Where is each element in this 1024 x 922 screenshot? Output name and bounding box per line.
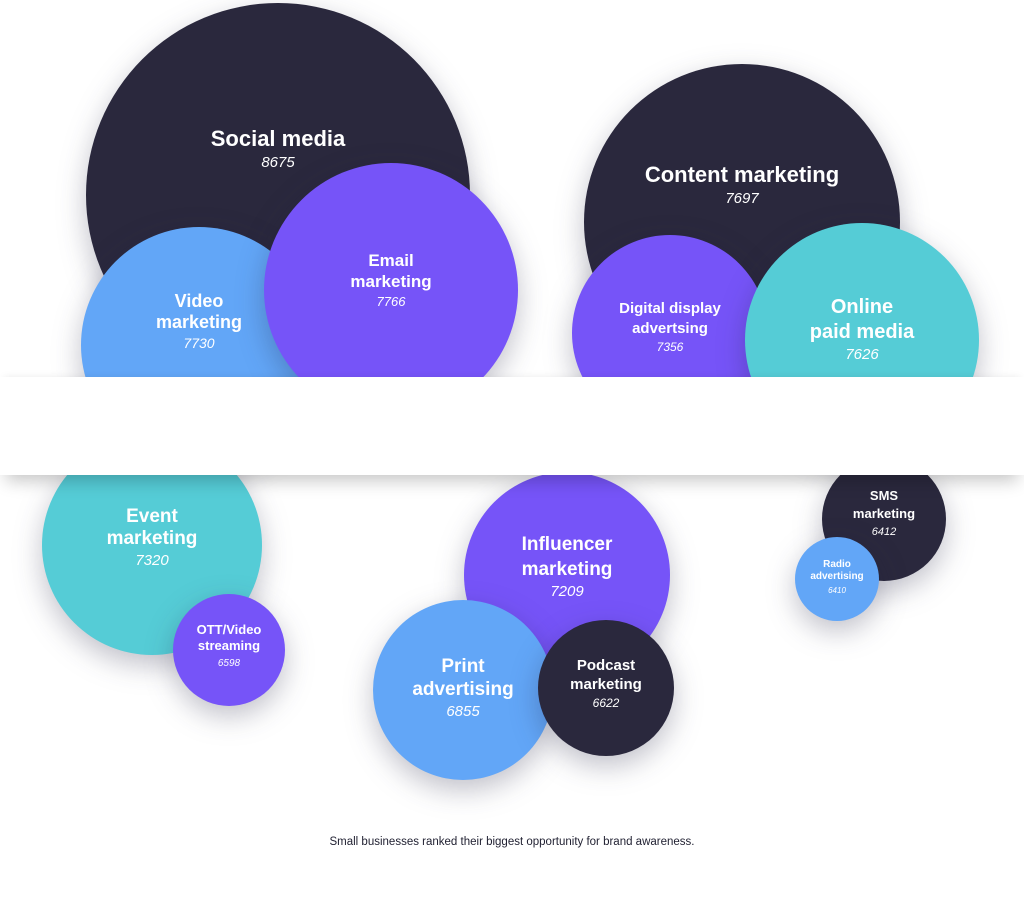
- bubble-value-event-marketing: 7320: [135, 552, 169, 569]
- bubble-label-online-paid-media: paid media: [810, 321, 915, 343]
- bubble-label-print-advertising: Print: [441, 656, 485, 677]
- bubble-circle-email-marketing: [264, 163, 518, 417]
- bubble-label-video-marketing: Video: [175, 291, 224, 311]
- bubble-value-social-media: 8675: [261, 154, 295, 171]
- bubble-value-video-marketing: 7730: [183, 335, 214, 351]
- bubble-email-marketing: Email marketing 7766: [264, 163, 518, 417]
- bubble-label-sms-marketing: SMS: [870, 488, 899, 503]
- bubble-circle-podcast-marketing: [538, 620, 674, 756]
- bubble-value-email-marketing: 7766: [377, 294, 407, 309]
- bubble-label-email-marketing: Email: [368, 251, 413, 270]
- bubble-label-ott-video-streaming: streaming: [198, 638, 260, 653]
- bubble-label-podcast-marketing: Podcast: [577, 657, 635, 674]
- bubble-label-video-marketing: marketing: [156, 312, 242, 332]
- bubble-label-online-paid-media: Online: [831, 296, 893, 318]
- bubble-value-content-marketing: 7697: [725, 190, 759, 207]
- bubble-value-print-advertising: 6855: [446, 703, 480, 720]
- bubble-value-sms-marketing: 6412: [872, 526, 896, 538]
- bubble-value-podcast-marketing: 6622: [593, 696, 620, 710]
- bubble-label-influencer-marketing: Influencer: [522, 534, 613, 555]
- bubble-label-digital-display-advertising: Digital display: [619, 300, 721, 317]
- bubble-label-radio-advertising: advertising: [810, 571, 863, 582]
- bubble-value-radio-advertising: 6410: [828, 586, 846, 595]
- bubble-value-ott-video-streaming: 6598: [218, 658, 241, 669]
- bubble-value-online-paid-media: 7626: [845, 346, 879, 363]
- bubble-label-social-media: Social media: [211, 126, 346, 151]
- bubble-label-influencer-marketing: marketing: [522, 559, 613, 580]
- bubble-label-event-marketing: marketing: [107, 528, 198, 549]
- bubble-circle-print-advertising: [373, 600, 553, 780]
- bubble-label-print-advertising: advertising: [412, 679, 513, 700]
- bubble-label-email-marketing: marketing: [350, 272, 431, 291]
- bubble-podcast-marketing: Podcast marketing 6622: [538, 620, 674, 756]
- bubble-value-influencer-marketing: 7209: [550, 583, 584, 600]
- bubble-label-event-marketing: Event: [126, 506, 178, 527]
- bubble-circle-ott-video-streaming: [173, 594, 285, 706]
- divider-band: [0, 377, 1024, 475]
- bubble-value-digital-display-advertising: 7356: [657, 340, 684, 354]
- chart-caption: Small businesses ranked their biggest op…: [329, 836, 695, 848]
- bubble-label-podcast-marketing: marketing: [570, 676, 642, 693]
- bubble-label-radio-advertising: Radio: [823, 559, 851, 570]
- bubble-label-ott-video-streaming: OTT/Video: [197, 622, 262, 637]
- bubble-label-sms-marketing: marketing: [853, 506, 915, 521]
- bubble-label-digital-display-advertising: advertsing: [632, 320, 708, 337]
- bubble-circle-radio-advertising: [795, 537, 879, 621]
- bubble-label-content-marketing: Content marketing: [645, 162, 839, 187]
